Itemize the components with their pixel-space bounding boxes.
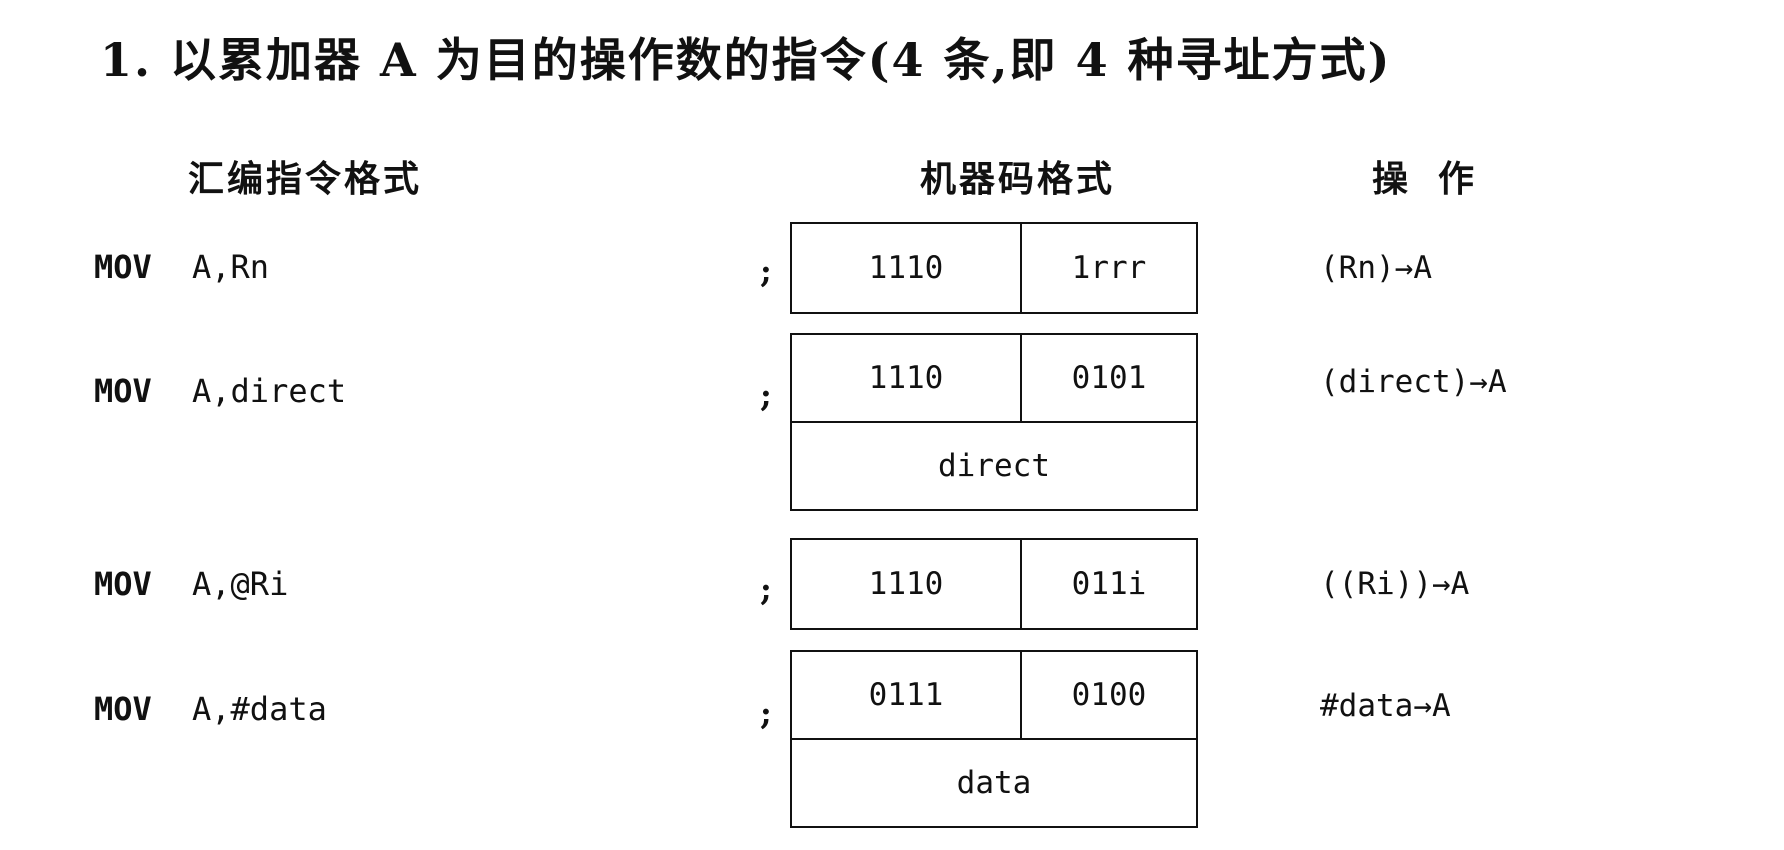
opcode-high-nibble: 1110 [792,335,1022,421]
opcode-high-nibble: 0111 [792,652,1022,738]
header-assembly-format: 汇编指令格式 [188,158,423,200]
instruction-mnemonic: MOV [94,248,152,286]
instruction-operand: A,@Ri [192,565,289,603]
operand-byte-label: data [956,765,1032,801]
instruction-operand: A,Rn [192,248,270,286]
opcode-low-nibble: 1rrr [1071,250,1147,286]
instruction-operand: A,direct [192,372,347,410]
opcode-byte: 1110 1rrr [792,224,1196,312]
machine-code-box: 0111 0100 data [790,650,1198,828]
machine-code-box: 1110 011i [790,538,1198,630]
operation-text: #data→A [1320,688,1451,724]
opcode-low-nibble: 0100 [1071,677,1147,713]
separator: ; [760,376,772,414]
machine-code-box: 1110 0101 direct [790,333,1198,511]
machine-code-box: 1110 1rrr [790,222,1198,314]
separator: ; [760,252,772,290]
separator: ; [760,694,772,732]
instruction-mnemonic: MOV [94,690,152,728]
operation-text: ((Ri))→A [1320,566,1470,602]
opcode-byte: 1110 0101 [792,335,1196,421]
opcode-byte: 1110 011i [792,540,1196,628]
instruction-mnemonic: MOV [94,372,152,410]
operand-byte: data [792,738,1196,826]
separator: ; [760,570,772,608]
instruction-mnemonic: MOV [94,565,152,603]
operation-text: (Rn)→A [1320,250,1432,286]
opcode-low-nibble: 0101 [1071,360,1147,396]
instruction-operand: A,#data [192,690,327,728]
operand-byte-label: direct [938,448,1050,484]
opcode-high-nibble: 1110 [792,224,1022,312]
operation-text: (direct)→A [1320,364,1507,400]
section-title: 1. 以累加器 A 为目的操作数的指令(4 条,即 4 种寻址方式) [100,33,1392,87]
opcode-byte: 0111 0100 [792,652,1196,738]
opcode-low-nibble: 011i [1071,566,1147,602]
operand-byte: direct [792,421,1196,509]
opcode-high-nibble: 1110 [792,540,1022,628]
header-operation: 操作 [1372,158,1505,200]
header-machine-code-format: 机器码格式 [920,158,1116,200]
